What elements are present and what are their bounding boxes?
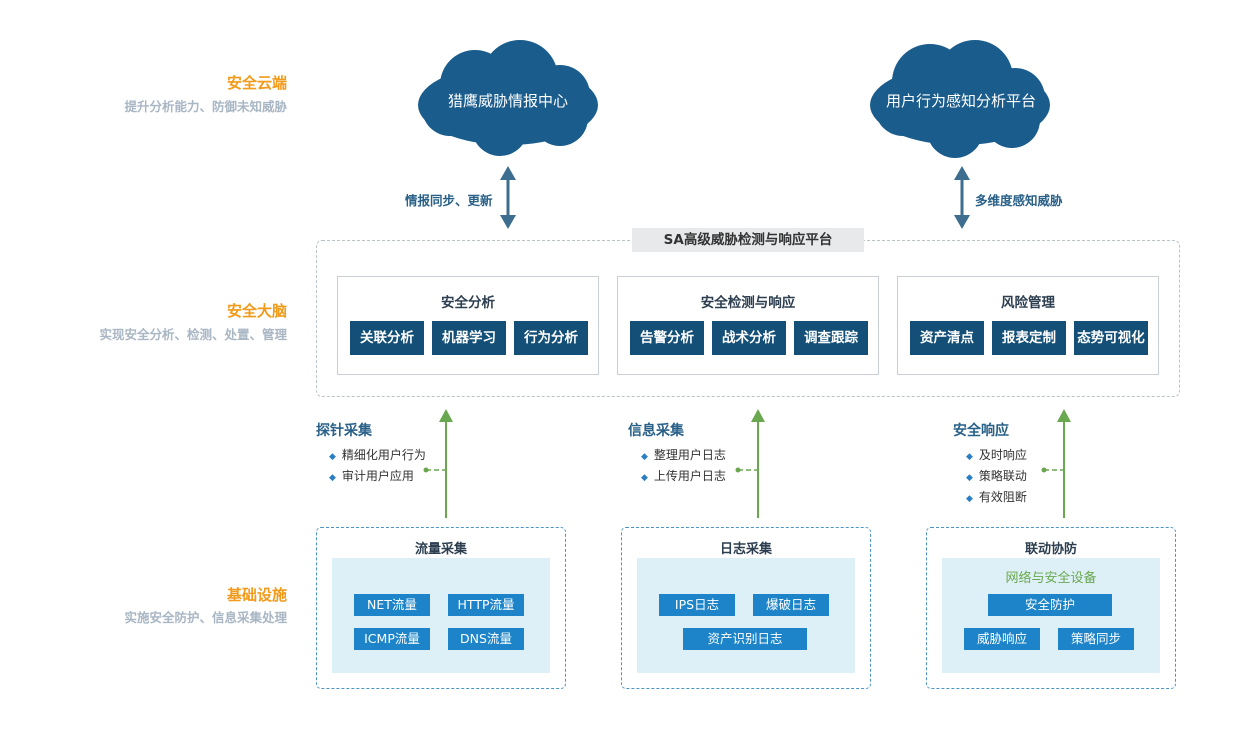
collect-item: ◆精细化用户行为 (329, 448, 426, 462)
btn-brute-force-log[interactable]: 爆破日志 (753, 594, 829, 616)
btn-net-traffic[interactable]: NET流量 (354, 594, 430, 616)
green-arrow-1 (423, 409, 453, 518)
tier-title-brain: 安全大脑 (226, 302, 287, 320)
btn-asset-identification-log[interactable]: 资产识别日志 (683, 628, 807, 650)
green-arrow-3 (1041, 409, 1071, 518)
diamond-icon: ◆ (329, 473, 336, 483)
infra-inner-panel: IPS日志 爆破日志 资产识别日志 (637, 558, 855, 673)
cloud-label-threat-intel: 猎鹰威胁情报中心 (447, 92, 568, 110)
cloud-shape-right (870, 40, 1050, 158)
collect-item: ◆及时响应 (966, 448, 1027, 462)
cloud-shape-left (418, 40, 598, 156)
infra-title: 联动协防 (1024, 542, 1077, 557)
collect-item: ◆有效阻断 (966, 490, 1027, 504)
btn-policy-sync[interactable]: 策略同步 (1058, 628, 1134, 650)
btn-dns-traffic[interactable]: DNS流量 (448, 628, 524, 650)
green-arrow-2 (735, 409, 765, 518)
collect-item: ◆策略联动 (966, 469, 1027, 483)
infra-linkage-defense: 联动协防 网络与安全设备 安全防护 威胁响应 策略同步 (926, 527, 1176, 689)
module-title: 风险管理 (1001, 295, 1055, 311)
arrow-label-multi-dim: 多维度感知威胁 (975, 193, 1063, 208)
infra-inner-heading: 网络与安全设备 (1005, 571, 1097, 586)
collect-title-response: 安全响应 (953, 423, 1009, 439)
btn-investigation-tracking[interactable]: 调查跟踪 (794, 321, 868, 355)
btn-correlation-analysis[interactable]: 关联分析 (350, 321, 424, 355)
btn-security-protection[interactable]: 安全防护 (988, 594, 1112, 616)
infra-traffic-collection: 流量采集 NET流量 HTTP流量 ICMP流量 DNS流量 (316, 527, 566, 689)
infra-title: 日志采集 (719, 542, 772, 557)
double-arrow-right (954, 166, 970, 229)
tier-title-infra: 基础设施 (226, 586, 287, 604)
module-title: 安全检测与响应 (700, 295, 796, 311)
arrow-label-intel-sync: 情报同步、更新 (405, 193, 493, 208)
diamond-icon: ◆ (641, 452, 648, 462)
diamond-icon: ◆ (329, 452, 336, 462)
btn-situation-visualization[interactable]: 态势可视化 (1074, 321, 1148, 355)
btn-tactic-analysis[interactable]: 战术分析 (712, 321, 786, 355)
infra-inner-panel: 网络与安全设备 安全防护 威胁响应 策略同步 (942, 558, 1160, 673)
diamond-icon: ◆ (966, 473, 973, 483)
module-risk-management: 风险管理 资产清点 报表定制 态势可视化 (897, 276, 1159, 375)
btn-asset-inventory[interactable]: 资产清点 (910, 321, 984, 355)
diamond-icon: ◆ (966, 452, 973, 462)
btn-alert-analysis[interactable]: 告警分析 (630, 321, 704, 355)
module-title: 安全分析 (441, 295, 495, 311)
sa-platform-title: SA高级威胁检测与响应平台 (632, 228, 864, 252)
tier-subtitle-infra: 实施安全防护、信息采集处理 (124, 610, 287, 625)
diamond-icon: ◆ (966, 494, 973, 504)
infra-title: 流量采集 (414, 542, 467, 557)
btn-report-custom[interactable]: 报表定制 (992, 321, 1066, 355)
module-detection-response: 安全检测与响应 告警分析 战术分析 调查跟踪 (617, 276, 879, 375)
tier-title-cloud: 安全云端 (226, 74, 287, 92)
module-security-analysis: 安全分析 关联分析 机器学习 行为分析 (337, 276, 599, 375)
double-arrow-left (500, 166, 516, 229)
collect-item: ◆审计用户应用 (329, 469, 414, 483)
tier-subtitle-brain: 实现安全分析、检测、处置、管理 (99, 327, 287, 342)
collect-title-info: 信息采集 (628, 423, 684, 439)
btn-behavior-analysis[interactable]: 行为分析 (514, 321, 588, 355)
btn-icmp-traffic[interactable]: ICMP流量 (354, 628, 430, 650)
infra-log-collection: 日志采集 IPS日志 爆破日志 资产识别日志 (621, 527, 871, 689)
btn-threat-response[interactable]: 威胁响应 (964, 628, 1040, 650)
collect-item: ◆整理用户日志 (641, 448, 726, 462)
cloud-label-behavior-platform: 用户行为感知分析平台 (885, 92, 1036, 110)
btn-machine-learning[interactable]: 机器学习 (432, 321, 506, 355)
infra-inner-panel: NET流量 HTTP流量 ICMP流量 DNS流量 (332, 558, 550, 673)
collect-item: ◆上传用户日志 (641, 469, 726, 483)
diamond-icon: ◆ (641, 473, 648, 483)
collect-title-probe: 探针采集 (316, 423, 372, 439)
btn-ips-log[interactable]: IPS日志 (659, 594, 735, 616)
btn-http-traffic[interactable]: HTTP流量 (448, 594, 524, 616)
tier-subtitle-cloud: 提升分析能力、防御未知威胁 (124, 99, 287, 114)
